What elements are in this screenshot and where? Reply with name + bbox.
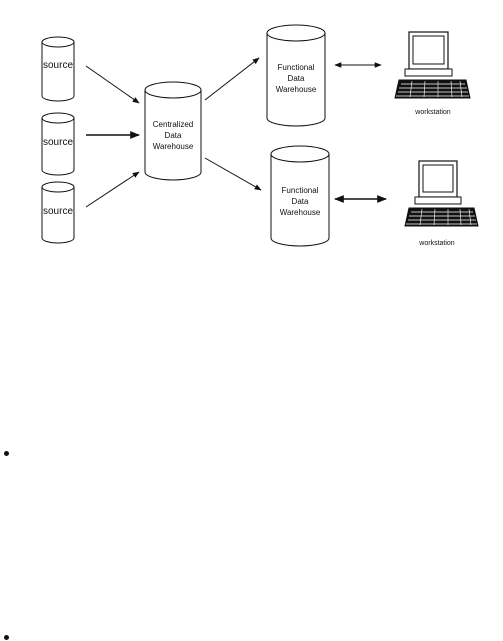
source-label: source (43, 60, 73, 71)
arrow-source1-to-central (85, 65, 140, 104)
functional-warehouse-line-2: Data (292, 197, 309, 206)
centralized-warehouse-line-2: Data (165, 131, 182, 140)
source-cylinder-3: source (41, 181, 75, 244)
arrow-central-to-functional-2 (204, 157, 262, 191)
functional-warehouse-line-3: Warehouse (280, 208, 321, 217)
arrow-central-to-functional-1 (204, 57, 260, 101)
functional-warehouse-line-1: Functional (282, 186, 319, 195)
workstation-2: workstation (404, 160, 479, 247)
functional-warehouse-line-3: Warehouse (276, 85, 317, 94)
workstation-1: workstation (394, 31, 471, 116)
functional-warehouse-line-1: Functional (278, 63, 315, 72)
source-label: source (43, 206, 73, 217)
source-label: source (43, 137, 73, 148)
workstation-label: workstation (414, 109, 451, 116)
source-cylinder-1: source (41, 36, 75, 102)
bullet-marker-1 (4, 451, 9, 456)
centralized-warehouse-cylinder: Centralized Data Warehouse (144, 81, 202, 181)
centralized-warehouse-line-1: Centralized (153, 120, 193, 129)
functional-warehouse-line-2: Data (288, 74, 305, 83)
functional-warehouse-cylinder-1: Functional Data Warehouse (266, 24, 326, 127)
workstation-label: workstation (418, 240, 455, 247)
functional-warehouse-cylinder-2: Functional Data Warehouse (270, 145, 330, 247)
computer-icon (394, 31, 471, 99)
centralized-warehouse-line-3: Warehouse (153, 142, 194, 151)
computer-icon (404, 160, 479, 227)
arrow-source3-to-central (85, 171, 140, 208)
bullet-marker-2 (4, 635, 9, 640)
source-cylinder-2: source (41, 112, 75, 176)
